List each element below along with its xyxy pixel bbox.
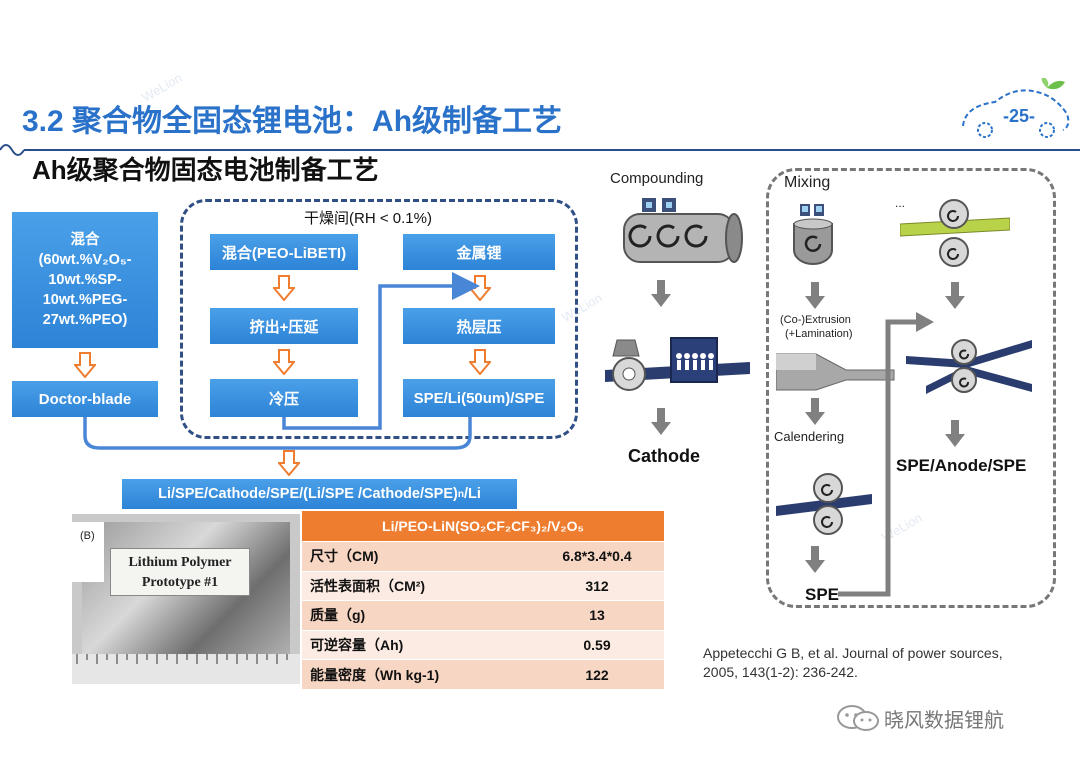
- table-row: 活性表面积（CM²)312: [302, 570, 664, 601]
- header-underline: [0, 144, 1080, 156]
- spec-value: 13: [529, 600, 664, 631]
- card-line2: Prototype #1: [141, 575, 219, 590]
- lithium-metal-box: 金属锂: [403, 234, 555, 270]
- spec-table: Li/PEO-LiN(SO₂CF₂CF₃)₂/V₂O₅ 尺寸（CM)6.8*3.…: [302, 511, 664, 689]
- down-arrow-icon: [273, 275, 295, 301]
- calendering-label: Calendering: [774, 429, 845, 444]
- spec-value: 122: [529, 659, 664, 689]
- compounding-label: Compounding: [610, 170, 704, 187]
- compounder-icon: [623, 198, 743, 263]
- spe-li-box: SPE/Li(50um)/SPE: [403, 379, 555, 417]
- reference-line2: 2005, 143(1-2): 236-242.: [703, 664, 858, 680]
- spe-connector: [838, 312, 934, 597]
- section-subtitle: Ah级聚合物固态电池制备工艺: [32, 155, 379, 185]
- down-arrow-icon: [651, 408, 671, 435]
- spec-name: 尺寸（CM): [302, 541, 530, 572]
- page-number-badge: -25-: [1003, 106, 1036, 126]
- cold-press-box: 冷压: [210, 379, 358, 417]
- prototype-card: Lithium Polymer Prototype #1: [110, 548, 250, 596]
- extrude-box: 挤出+压延: [210, 308, 358, 344]
- down-arrow-icon: [805, 398, 825, 425]
- down-arrow-icon: [945, 282, 965, 309]
- spec-name: 质量（g): [302, 600, 530, 631]
- ruler-icon: [72, 654, 300, 684]
- ellipsis-label: ...: [895, 196, 906, 210]
- spec-name: 可逆容量（Ah): [302, 629, 530, 660]
- wechat-icon: [837, 705, 879, 731]
- final-stack-box: Li/SPE/Cathode/SPE/(Li/SPE /Cathode/SPE)…: [122, 479, 517, 509]
- spec-value: 312: [529, 570, 664, 601]
- down-arrow-icon: [805, 546, 825, 573]
- final-stack-end: /Li: [463, 486, 481, 502]
- page-title: 3.2 聚合物全固态锂电池：Ah级制备工艺: [22, 105, 563, 138]
- spe-process-region: [766, 168, 1056, 608]
- photo-label-b: (B): [80, 530, 95, 542]
- table-row: 尺寸（CM)6.8*3.4*0.4: [302, 541, 664, 572]
- doctor-blade-box: Doctor-blade: [12, 381, 158, 417]
- dry-room-region: [180, 199, 578, 439]
- down-arrow-icon: [469, 349, 491, 375]
- spec-name: 活性表面积（CM²): [302, 570, 530, 601]
- calender-rollers-icon: [776, 473, 872, 535]
- extrusion-label-2: (+Lamination): [785, 328, 853, 340]
- spec-table-header: Li/PEO-LiN(SO₂CF₂CF₃)₂/V₂O₅: [302, 511, 664, 542]
- down-arrow-icon: [945, 420, 965, 447]
- anode-rollers-icon: [900, 199, 1010, 267]
- spec-value: 6.8*3.4*0.4: [529, 541, 664, 572]
- card-line1: Lithium Polymer: [128, 555, 232, 570]
- down-arrow-icon: [74, 352, 96, 378]
- down-arrow-icon: [273, 349, 295, 375]
- extruder-icon: [776, 353, 895, 391]
- reference-line1: Appetecchi G B, et al. Journal of power …: [703, 645, 1003, 661]
- spe-label: SPE: [805, 585, 840, 604]
- extrusion-label-1: (Co-)Extrusion: [780, 314, 851, 326]
- final-stack-subscript: n: [457, 488, 464, 500]
- down-arrow-icon: [805, 282, 825, 309]
- mix-peo-box: 混合(PEO-LiBETI): [210, 234, 358, 270]
- table-row: 可逆容量（Ah)0.59: [302, 629, 664, 660]
- cathode-label: Cathode: [628, 446, 700, 466]
- laminating-rollers-icon: [906, 339, 1032, 394]
- flow-connectors: [83, 272, 480, 450]
- car-logo-icon: [962, 78, 1070, 138]
- down-arrow-icon: [651, 280, 671, 307]
- final-stack-text: Li/SPE/Cathode/SPE/(Li/SPE /Cathode/SPE): [158, 486, 458, 502]
- footer-brand: 晓风数据锂航: [884, 710, 1004, 732]
- hot-press-box: 热层压: [403, 308, 555, 344]
- mix-cathode-box: 混合 (60wt.%V₂O₅- 10wt.%SP- 10wt.%PEG- 27w…: [12, 212, 158, 348]
- dry-room-label: 干燥间(RH < 0.1%): [304, 210, 432, 227]
- prototype-photo: (B) Lithium Polymer Prototype #1: [72, 514, 300, 684]
- spec-name: 能量密度（Wh kg-1): [302, 659, 530, 689]
- cathode-coater-icon: [605, 337, 750, 391]
- mixing-label: Mixing: [784, 174, 831, 191]
- spe-anode-spe-label: SPE/Anode/SPE: [896, 456, 1027, 475]
- table-row: 质量（g)13: [302, 600, 664, 631]
- down-arrow-icon: [278, 450, 300, 476]
- mixer-icon: [793, 204, 833, 265]
- table-row: 能量密度（Wh kg-1)122: [302, 659, 664, 689]
- spec-value: 0.59: [529, 629, 664, 660]
